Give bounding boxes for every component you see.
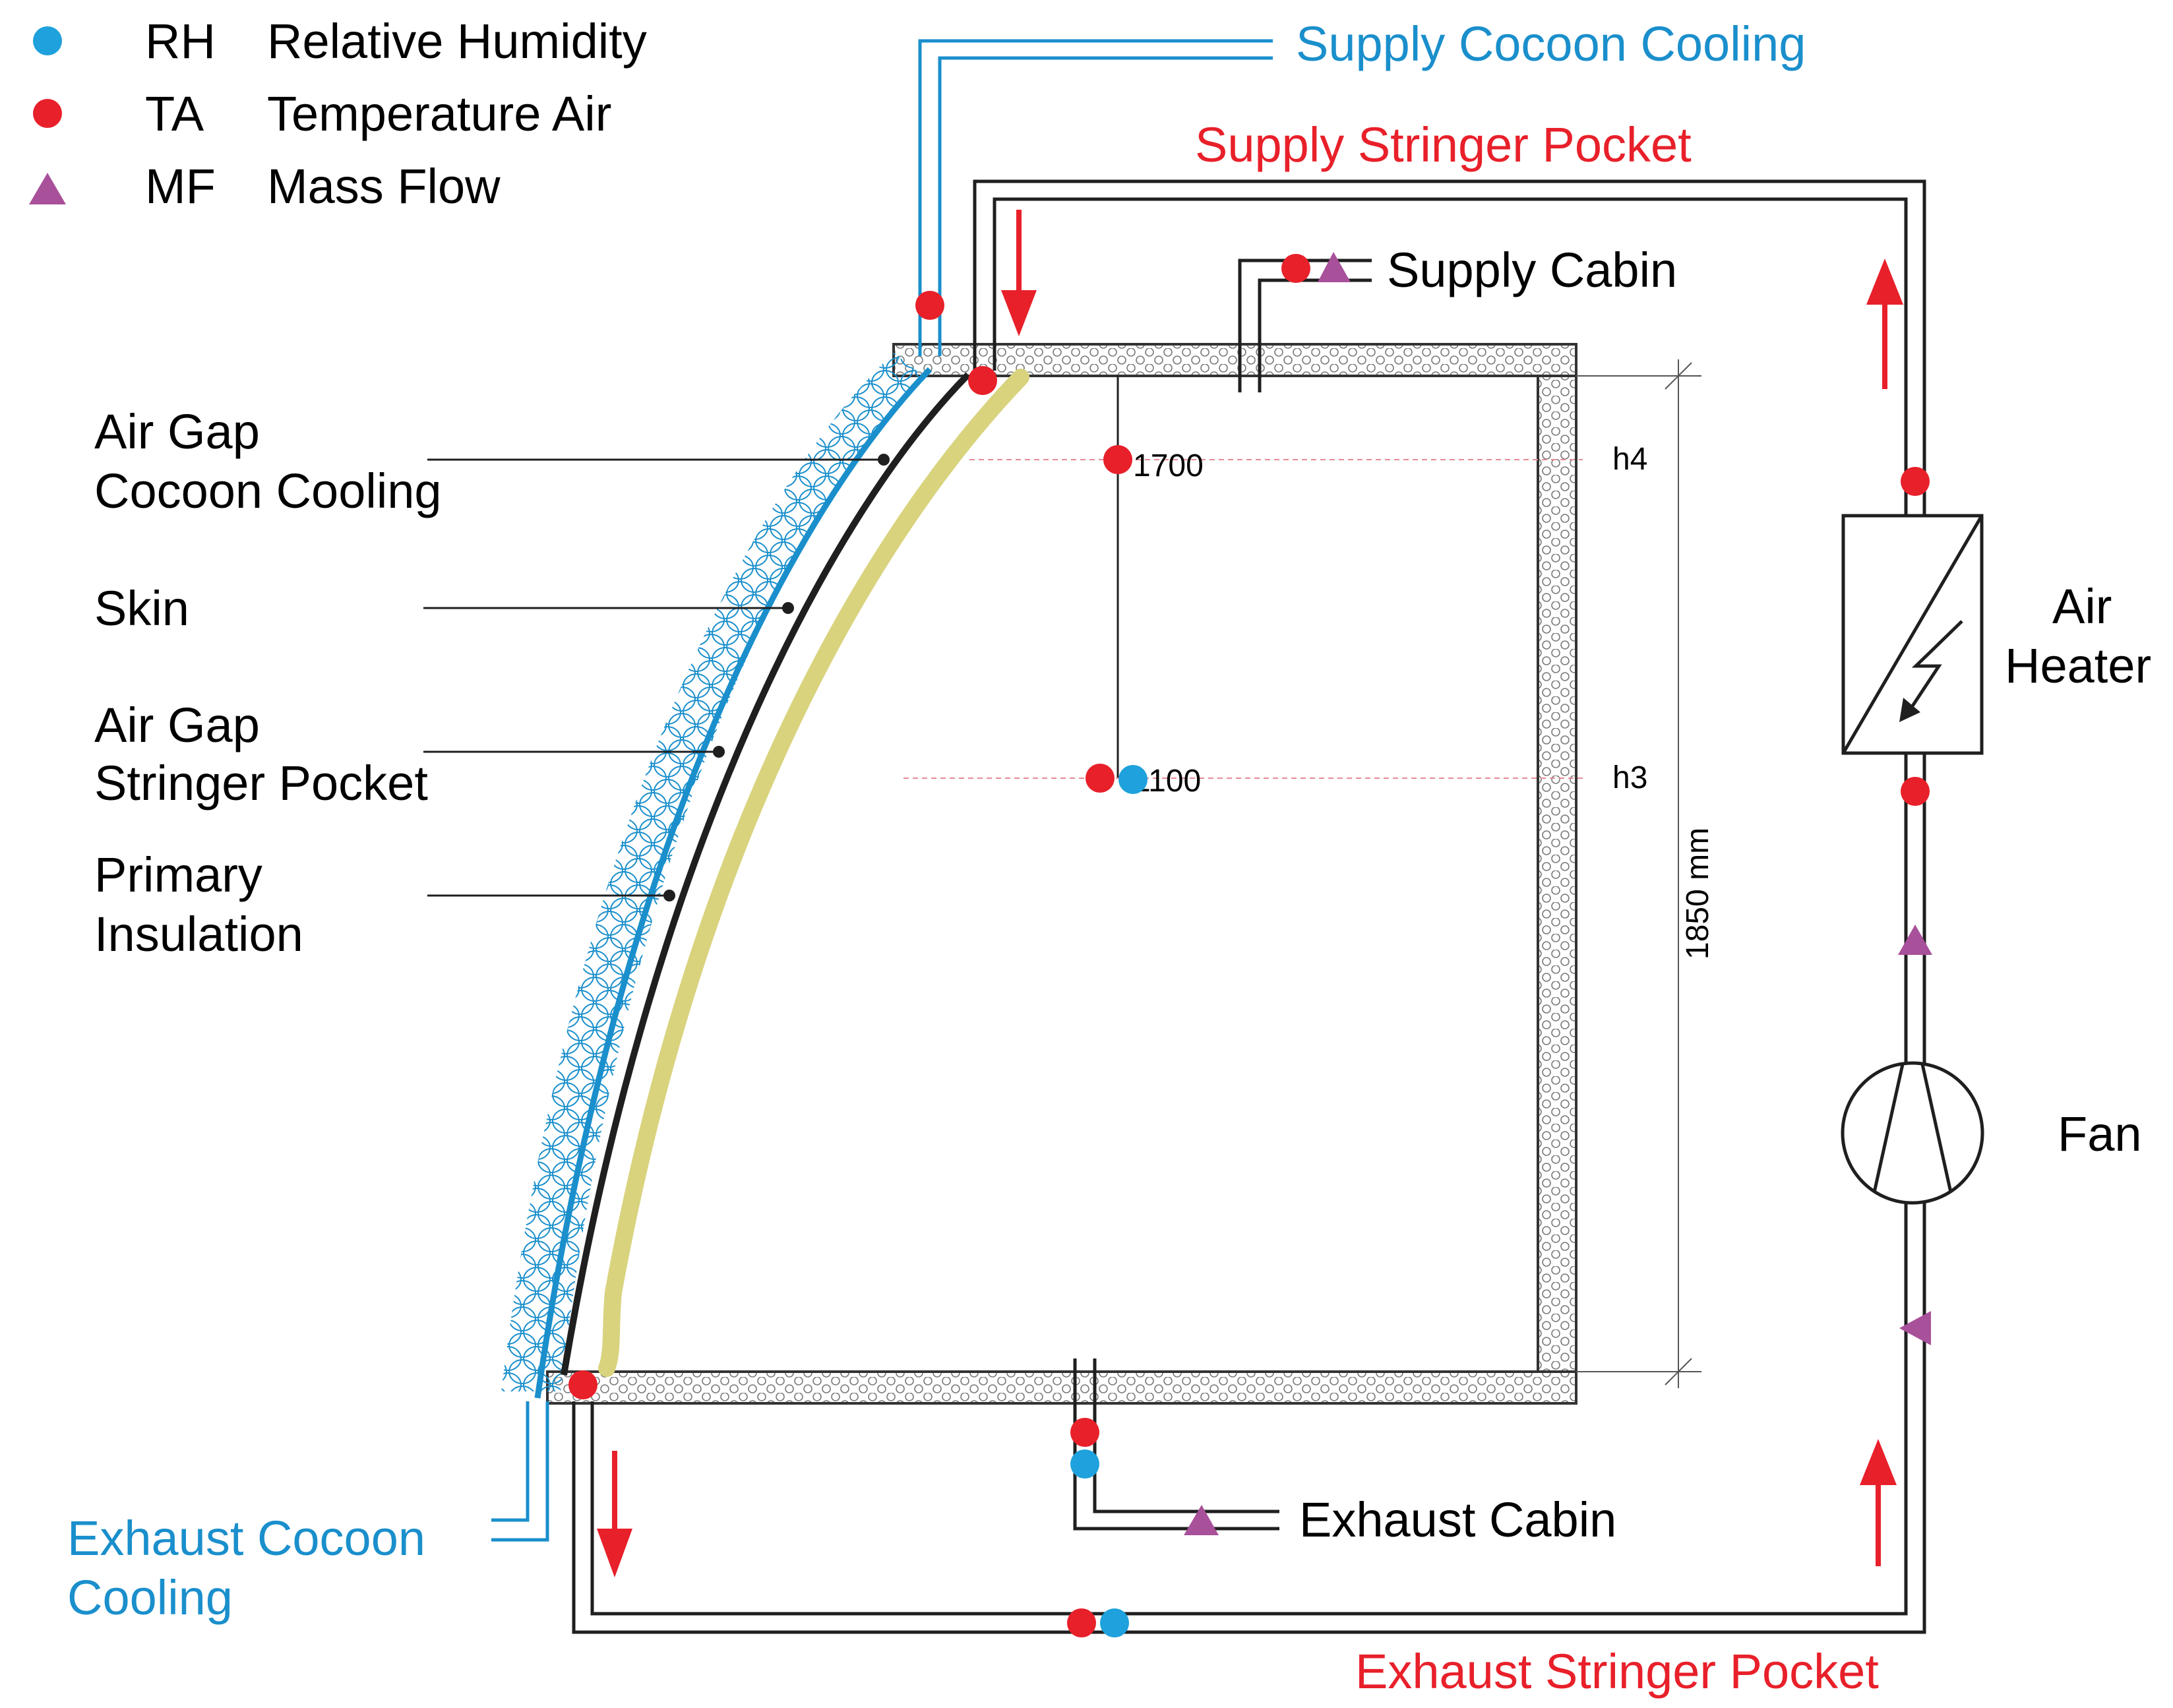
skin-label: Skin xyxy=(94,581,189,636)
ta-sensor-exhaust-cabin xyxy=(1070,1418,1099,1447)
supply-cocoon-pipe-inner xyxy=(938,56,1273,356)
air-gap-stringer-label-line2: Stringer Pocket xyxy=(94,756,428,810)
sensors xyxy=(568,252,1932,1637)
supply-stringer-pocket-label: Supply Stringer Pocket xyxy=(1195,117,1692,172)
exhaust-stringer-pocket-label: Exhaust Stringer Pocket xyxy=(1355,1644,1879,1699)
flow-arrow-right-up-top-icon xyxy=(1866,259,1903,389)
rh-marker-icon xyxy=(33,26,62,55)
ta-sensor-h4-1700 xyxy=(1103,445,1132,474)
measurement-mast: 1700 1100 h4 h3 xyxy=(903,376,1647,799)
h3-label: h3 xyxy=(1612,760,1647,795)
ta-sensor-exhaust-stringer-start xyxy=(568,1370,597,1399)
air-heater-label-line2: Heater xyxy=(2005,638,2151,693)
flow-arrow-supply-down-icon xyxy=(1001,210,1037,336)
cabin-walls xyxy=(546,343,1577,1405)
rh-sensor-exhaust-cabin xyxy=(1070,1449,1099,1479)
legend-text-rh: Relative Humidity xyxy=(267,14,647,69)
air-gap-cocoon-label-line2: Cocoon Cooling xyxy=(94,464,442,518)
mf-sensor-stringer-right-lower-icon xyxy=(1899,1311,1931,1345)
flow-arrow-exhaust-down-icon xyxy=(597,1451,632,1577)
height-1700-label: 1700 xyxy=(1133,448,1204,483)
mf-marker-icon xyxy=(29,173,66,204)
legend-code-rh: RH xyxy=(145,14,216,69)
fan-label: Fan xyxy=(2058,1107,2142,1161)
h4-label: h4 xyxy=(1612,442,1647,477)
legend-item-rh: RH Relative Humidity xyxy=(33,14,647,69)
exhaust-cabin-duct: Exhaust Cabin xyxy=(1073,1358,1616,1547)
exhaust-cocoon-pipe-inner xyxy=(491,1401,549,1542)
ta-sensor-before-heater xyxy=(1901,777,1930,806)
rh-sensor-exhaust-stringer-bottom xyxy=(1100,1608,1129,1637)
lightning-arrowhead-icon xyxy=(1899,698,1920,722)
air-gap-cocoon-label-line1: Air Gap xyxy=(94,404,260,459)
ta-sensor-supply-cabin xyxy=(1281,254,1310,283)
leader-dot-primary-insulation xyxy=(663,890,675,901)
height-dimension: 1850 mm xyxy=(1576,359,1715,1388)
mf-sensor-supply-cabin-icon xyxy=(1318,252,1351,282)
leader-dot-skin xyxy=(782,602,794,614)
flow-arrow-right-up-bottom-icon xyxy=(1860,1439,1897,1566)
ta-sensor-h3-1100 xyxy=(1086,764,1115,793)
leader-dot-air-gap-cocoon xyxy=(878,454,890,466)
supply-cocoon-cooling-duct: Supply Cocoon Cooling xyxy=(918,16,1806,356)
supply-cocoon-pipe-outer xyxy=(918,39,1273,356)
supply-stringer-pipe-inner xyxy=(590,197,1908,1616)
mf-sensor-stringer-right-icon xyxy=(1898,925,1932,955)
legend: RH Relative Humidity TA Temperature Air … xyxy=(29,14,647,214)
cabin-right-wall xyxy=(1537,375,1577,1403)
supply-cabin-pipe-outer xyxy=(1238,259,1372,392)
supply-cabin-duct: Supply Cabin xyxy=(1238,243,1677,392)
air-heater: Air Heater xyxy=(1841,514,2151,755)
supply-stringer-pipe-outer xyxy=(572,179,1926,1634)
ta-sensor-supply-cocoon xyxy=(915,291,944,320)
supply-cabin-label: Supply Cabin xyxy=(1387,243,1677,297)
supply-cocoon-cooling-label: Supply Cocoon Cooling xyxy=(1296,16,1806,71)
dimension-tick-bottom-icon xyxy=(1665,1358,1692,1386)
cabin-floor xyxy=(546,1370,1577,1405)
legend-item-mf: MF Mass Flow xyxy=(29,159,501,214)
ta-sensor-supply-stringer xyxy=(968,366,997,395)
fan-housing xyxy=(1841,1061,1984,1205)
fan-blade-left xyxy=(1872,1064,1905,1193)
leader-dot-air-gap-stringer xyxy=(713,746,725,758)
lightning-icon xyxy=(1907,620,1963,712)
dimension-label: 1850 mm xyxy=(1680,828,1715,960)
legend-item-ta: TA Temperature Air xyxy=(33,86,611,141)
stringer-pocket-loop: Supply Stringer Pocket Exhaust Stringer … xyxy=(572,117,1926,1699)
air-heater-label-line1: Air xyxy=(2052,579,2112,634)
air-heater-diagonal xyxy=(1841,514,1984,754)
rh-sensor-h3-1100 xyxy=(1118,765,1148,794)
fan-blade-right xyxy=(1920,1064,1953,1193)
ta-sensor-exhaust-stringer-bottom xyxy=(1067,1608,1096,1637)
dimension-tick-top-icon xyxy=(1665,362,1692,390)
legend-code-mf: MF xyxy=(145,159,216,214)
air-gap-stringer-label-line1: Air Gap xyxy=(94,698,260,752)
exhaust-cocoon-label-line2: Cooling xyxy=(67,1570,233,1625)
primary-insulation-label-line1: Primary xyxy=(94,847,262,902)
ta-marker-icon xyxy=(33,99,62,128)
cocoon-cooling-duct-line xyxy=(534,367,933,1399)
exhaust-cabin-label: Exhaust Cabin xyxy=(1299,1492,1616,1547)
cocoon-cooling-layer xyxy=(501,353,923,1391)
fuselage-sidewall xyxy=(501,353,1029,1399)
primary-insulation-label-line2: Insulation xyxy=(94,907,303,961)
legend-code-ta: TA xyxy=(145,86,204,141)
skin-line xyxy=(561,372,971,1376)
exhaust-cocoon-pipe-outer xyxy=(491,1401,530,1522)
mf-sensor-exhaust-cabin-icon xyxy=(1184,1505,1219,1535)
primary-insulation-layer xyxy=(598,369,1029,1377)
exhaust-cocoon-cooling-duct: Exhaust Cocoon Cooling xyxy=(67,1401,549,1625)
fan: Fan xyxy=(1841,1061,2142,1205)
ta-sensor-after-heater-top xyxy=(1901,467,1930,496)
exhaust-cocoon-label-line1: Exhaust Cocoon xyxy=(67,1511,425,1566)
legend-text-mf: Mass Flow xyxy=(267,159,501,214)
legend-text-ta: Temperature Air xyxy=(267,86,611,141)
exhaust-cabin-pipe-inner xyxy=(1093,1358,1279,1513)
layer-callouts: Air Gap Cocoon Cooling Skin Air Gap Stri… xyxy=(94,404,890,961)
